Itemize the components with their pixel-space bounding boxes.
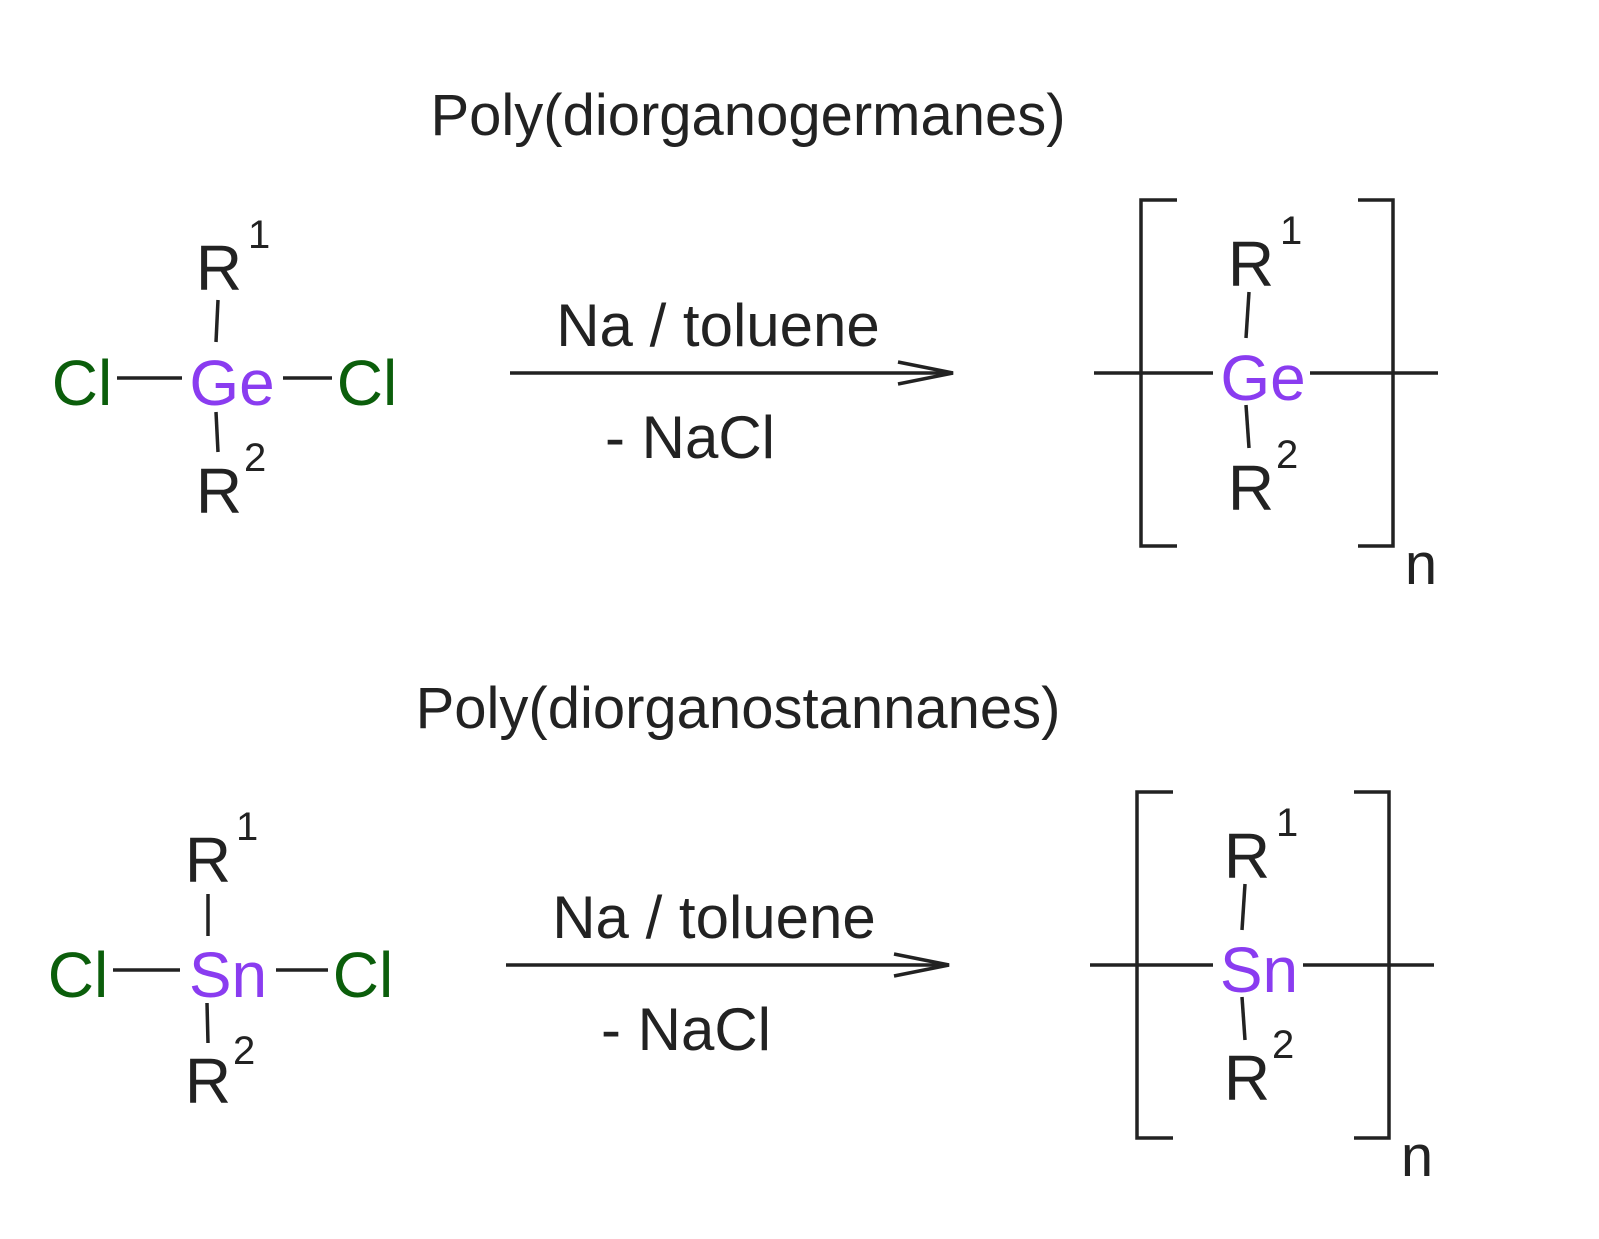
condition-above-germanes: Na / toluene bbox=[556, 292, 880, 359]
product-polygermane: R 1 Ge R 2 n bbox=[1094, 198, 1438, 597]
title-stannanes: Poly(diorganostannanes) bbox=[416, 676, 1061, 741]
condition-above-stannanes: Na / toluene bbox=[552, 884, 876, 951]
reactant-bonds bbox=[117, 299, 332, 453]
reactant-r2-label: R bbox=[196, 455, 242, 527]
reactant-r1-label: R bbox=[185, 824, 231, 896]
product-r2-label: R bbox=[1228, 452, 1274, 524]
bond-ge-r2-product bbox=[1244, 404, 1251, 449]
bond-sn-r1-product bbox=[1240, 883, 1247, 931]
reactant-cl-left: Cl bbox=[52, 347, 112, 419]
product-r1-label: R bbox=[1228, 228, 1274, 300]
repeat-unit-n: n bbox=[1401, 1124, 1433, 1189]
product-r1-label: R bbox=[1224, 820, 1270, 892]
reactant-ge-atom: Ge bbox=[189, 347, 274, 419]
product-r2-superscript: 2 bbox=[1272, 1023, 1294, 1067]
product-sn-atom: Sn bbox=[1220, 934, 1298, 1006]
title-germanes: Poly(diorganogermanes) bbox=[430, 83, 1065, 148]
reactant-r2-label: R bbox=[185, 1045, 231, 1117]
reactant-bonds bbox=[113, 894, 328, 1044]
bond-sn-r2-product bbox=[1240, 996, 1247, 1041]
bond-ge-r1-product bbox=[1244, 291, 1251, 339]
condition-below-germanes: - NaCl bbox=[605, 404, 775, 471]
reaction-germanes: Poly(diorganogermanes) R 1 Cl Ge Cl R 2 … bbox=[52, 83, 1438, 597]
product-r2-label: R bbox=[1224, 1042, 1270, 1114]
bond-ge-r2 bbox=[214, 411, 220, 453]
reactant-germanium-dichloride: R 1 Cl Ge Cl R 2 bbox=[52, 213, 397, 527]
reactant-r1-superscript: 1 bbox=[236, 805, 258, 849]
product-brackets bbox=[1094, 198, 1438, 548]
repeat-unit-n: n bbox=[1405, 532, 1437, 597]
arrow-icon bbox=[510, 360, 954, 386]
reactant-cl-left: Cl bbox=[48, 939, 108, 1011]
reactant-cl-right: Cl bbox=[333, 939, 393, 1011]
condition-below-stannanes: - NaCl bbox=[601, 996, 771, 1063]
reactant-r2-superscript: 2 bbox=[233, 1029, 255, 1073]
reaction-arrow-stannanes: Na / toluene - NaCl bbox=[506, 884, 950, 1063]
product-r2-superscript: 2 bbox=[1276, 433, 1298, 477]
reactant-r1-superscript: 1 bbox=[248, 213, 270, 257]
bond-ge-r1 bbox=[214, 299, 220, 343]
reactant-cl-right: Cl bbox=[337, 347, 397, 419]
reaction-stannanes: Poly(diorganostannanes) R 1 Cl Sn Cl R 2… bbox=[48, 676, 1434, 1189]
bond-sn-r2 bbox=[205, 1002, 210, 1044]
reactant-r1-label: R bbox=[196, 232, 242, 304]
product-brackets bbox=[1090, 790, 1434, 1140]
product-r1-superscript: 1 bbox=[1276, 801, 1298, 845]
arrow-icon bbox=[506, 952, 950, 978]
product-ge-atom: Ge bbox=[1220, 342, 1305, 414]
reaction-arrow-germanes: Na / toluene - NaCl bbox=[510, 292, 954, 471]
product-r1-superscript: 1 bbox=[1280, 209, 1302, 253]
reactant-r2-superscript: 2 bbox=[244, 436, 266, 480]
product-polystannane: R 1 Sn R 2 n bbox=[1090, 790, 1434, 1189]
reactant-sn-atom: Sn bbox=[189, 939, 267, 1011]
reactant-tin-dichloride: R 1 Cl Sn Cl R 2 bbox=[48, 805, 393, 1117]
